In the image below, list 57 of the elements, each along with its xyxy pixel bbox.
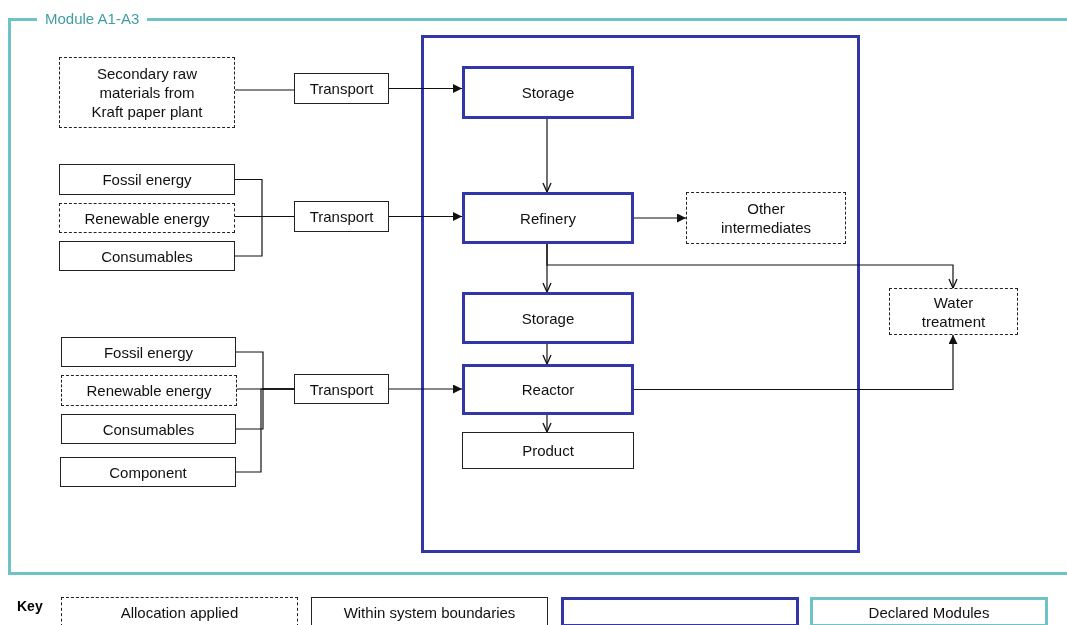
connector-line	[235, 388, 295, 473]
arrow	[542, 414, 552, 433]
box-label: Other intermediates	[719, 199, 812, 237]
box-label: Component	[109, 462, 187, 482]
output-box	[462, 432, 634, 469]
arrow	[542, 118, 552, 193]
box-label: Storage	[521, 308, 575, 328]
input-box	[59, 57, 235, 128]
output-box	[889, 288, 1018, 335]
arrow	[633, 213, 687, 223]
box-label: Consumables	[102, 419, 195, 439]
box-label: Water treatment	[920, 292, 987, 331]
process-box	[462, 364, 634, 415]
connector-line	[234, 215, 295, 257]
box-label: Consumables	[101, 246, 193, 266]
box-label: Renewable energy	[86, 381, 212, 400]
input-box	[59, 203, 235, 233]
box-label: Secondary raw materials from Kraft paper plant	[90, 64, 204, 121]
key-box	[311, 597, 548, 625]
arrow	[633, 334, 958, 391]
box-label: Allocation applied	[120, 602, 239, 622]
box-label: Product	[522, 441, 574, 460]
operations-boundary	[421, 35, 860, 553]
input-box	[59, 241, 235, 271]
key-heading: Key	[17, 598, 43, 614]
input-box	[60, 457, 236, 487]
process-box	[294, 73, 389, 104]
arrow	[546, 243, 958, 289]
input-box	[61, 414, 236, 444]
box-label: Fossil energy	[102, 170, 192, 189]
box-label: Reactor	[521, 380, 575, 399]
input-box	[61, 375, 237, 406]
box-label: Refinery	[520, 208, 576, 228]
process-box	[294, 201, 389, 232]
key-box	[561, 597, 799, 625]
process-box	[462, 192, 634, 244]
connector-line	[234, 89, 295, 91]
key-box	[810, 597, 1048, 625]
arrow	[388, 212, 463, 221]
arrow	[542, 343, 552, 365]
arrow	[388, 384, 463, 394]
box-label: Transport	[309, 207, 374, 226]
box-label: Storage	[521, 83, 575, 102]
input-box	[61, 337, 236, 367]
input-box	[59, 164, 235, 195]
output-box	[686, 192, 846, 244]
box-label: Transport	[309, 79, 374, 98]
key-box	[61, 597, 298, 625]
arrow	[388, 84, 463, 93]
box-label: Transport	[309, 379, 374, 399]
process-box	[462, 292, 634, 344]
box-label: Within system boundaries	[343, 602, 516, 622]
box-label: Declared Modules	[868, 602, 990, 622]
process-box	[462, 66, 634, 119]
box-label: Fossil energy	[103, 342, 194, 362]
process-box	[294, 374, 389, 404]
box-label: Renewable energy	[84, 208, 210, 228]
